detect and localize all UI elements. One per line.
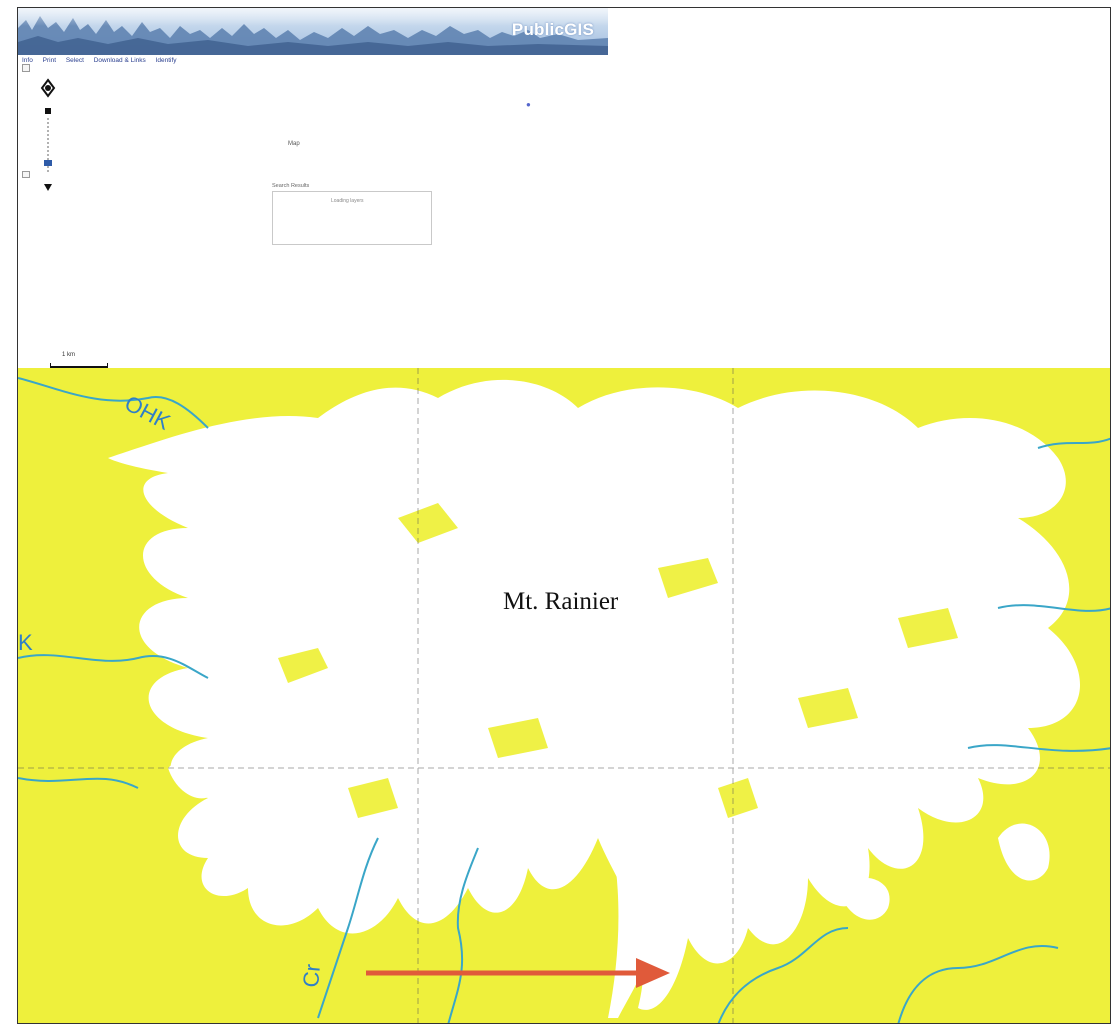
mt-rainier-label: Mt. Rainier xyxy=(503,588,619,615)
pan-compass-icon[interactable] xyxy=(38,78,58,208)
direction-arrow xyxy=(366,958,670,988)
app-title: PublicGIS xyxy=(511,20,594,39)
layer-toggle-button[interactable] xyxy=(22,171,30,178)
toolbar-identify[interactable]: Identify xyxy=(155,57,177,64)
glacier-area xyxy=(108,379,1081,1018)
banner: PublicGIS xyxy=(18,8,608,55)
map-navigation-control xyxy=(38,78,58,208)
zoom-out-icon xyxy=(44,184,52,191)
scale-bar xyxy=(50,362,110,368)
forest-banner-image xyxy=(18,8,608,55)
toolbar-info[interactable]: Info xyxy=(22,57,33,64)
map-placeholder-label: Map xyxy=(288,141,300,147)
scale-label: 1 km xyxy=(62,352,76,358)
toolbar-download-links[interactable]: Download & Links xyxy=(93,57,146,64)
topographic-map: OHK K Cr xyxy=(18,368,1110,1023)
map-label-k: K xyxy=(18,630,33,655)
toolbar-select[interactable]: Select xyxy=(65,57,84,64)
toolbar: Info Print Select Download & Links Ident… xyxy=(22,57,602,71)
results-panel-text: Loading layers xyxy=(331,198,364,204)
map-view[interactable]: OHK K Cr Mt. Rainier xyxy=(18,368,1110,1023)
map-marker-icon: ● xyxy=(526,100,531,109)
results-panel: Loading layers xyxy=(272,191,432,245)
toolbar-print[interactable]: Print xyxy=(42,57,57,64)
zoom-in-icon xyxy=(45,108,51,114)
streams xyxy=(18,377,1110,1023)
panel-toggle-button[interactable] xyxy=(22,64,30,72)
map-label-cr: Cr xyxy=(298,963,325,988)
screenshot-frame: PublicGIS Info Print Select Download & L… xyxy=(17,7,1111,1024)
results-panel-title: Search Results xyxy=(272,183,310,189)
map-label-ohk: OHK xyxy=(121,390,175,435)
